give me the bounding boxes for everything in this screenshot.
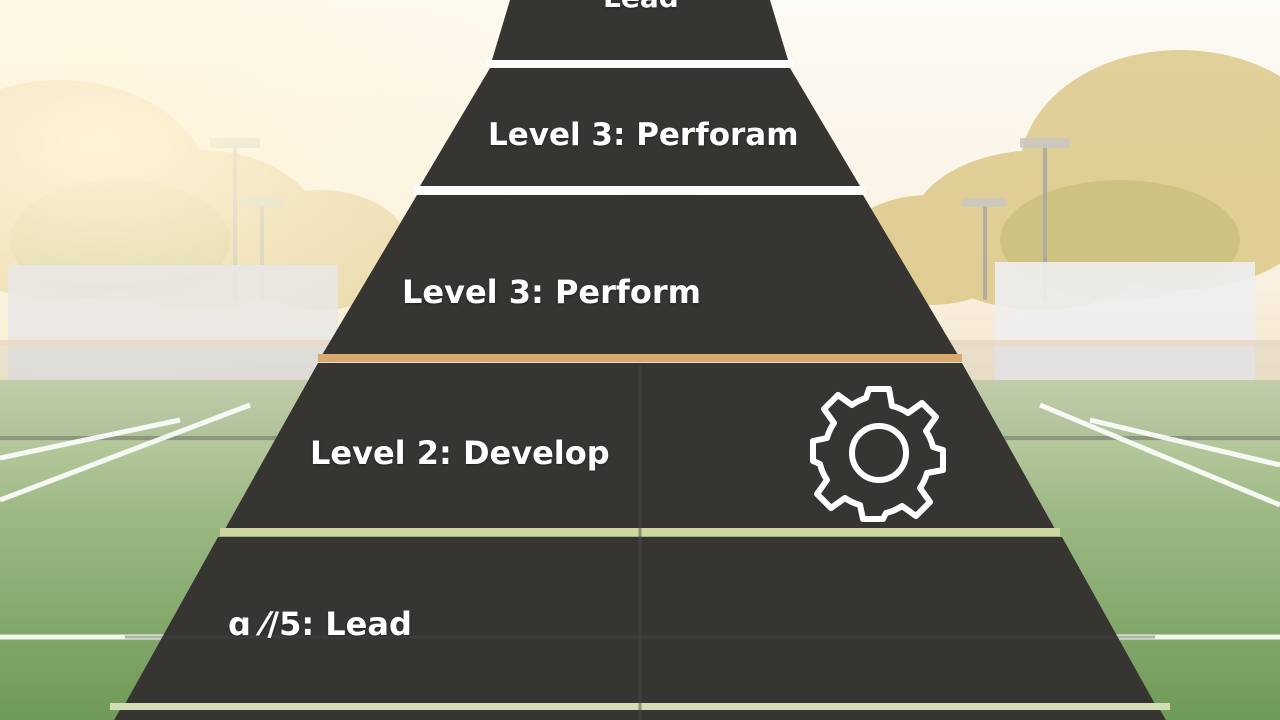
level-label-develop: Level 2: Develop <box>310 434 610 472</box>
pyramid-tier-perforam <box>420 68 860 186</box>
pyramid-tier-perform <box>322 195 958 355</box>
level-label-perform: Level 3: Perform <box>402 273 701 311</box>
level-label-perforam: Level 3: Perforam <box>488 117 799 153</box>
level-label-lead-bottom: ɑ ⁄/5: Lead <box>228 605 412 643</box>
pyramid-tier-lead-top <box>492 0 788 60</box>
tier-separator <box>486 60 794 67</box>
gear-icon <box>810 386 946 522</box>
level-label-lead-top: Lead <box>603 0 679 12</box>
tier-separator-gold <box>318 354 962 362</box>
tier-separator <box>414 186 866 194</box>
